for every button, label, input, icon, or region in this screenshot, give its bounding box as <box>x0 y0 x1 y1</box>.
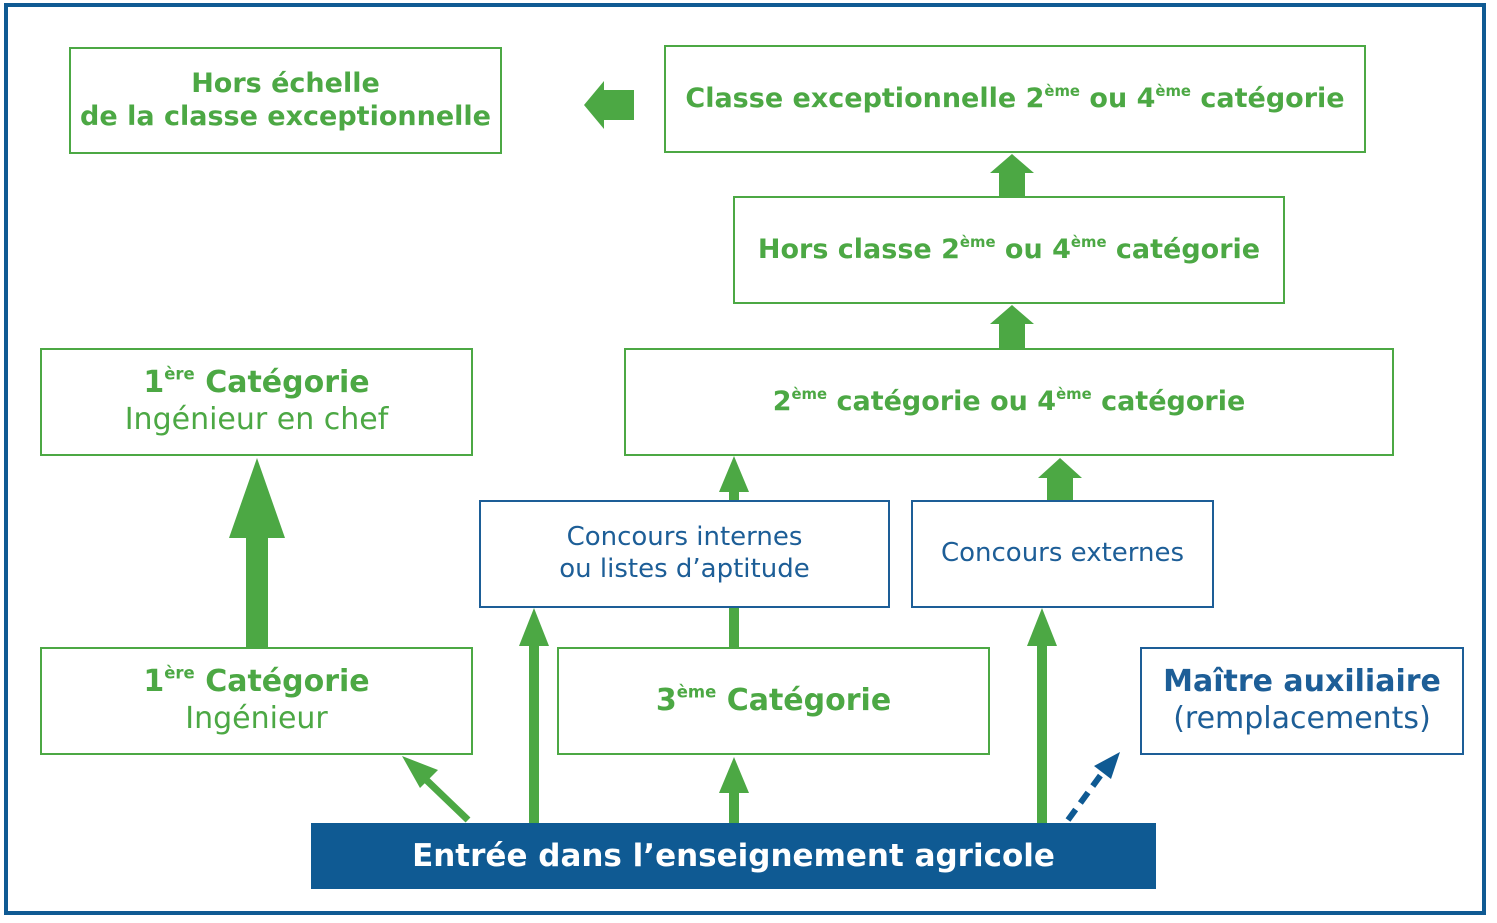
hc-suffix: catégorie <box>1106 233 1261 265</box>
box-concours-externes: Concours externes <box>911 500 1214 608</box>
dq-num1: 2 <box>772 385 792 417</box>
arrow-shaft-entree-to-maitre <box>1065 770 1106 822</box>
tc-sup: ème <box>676 682 717 702</box>
dq-sup2: ème <box>1056 384 1092 403</box>
ce-suffix: catégorie <box>1190 82 1345 114</box>
arrow-head-internes-to-deuxieme <box>719 456 749 492</box>
hc-sup2: ème <box>1070 232 1107 251</box>
arrow-head-entree-to-ingenieur <box>402 756 438 788</box>
hors-echelle-line2: de la classe exceptionnelle <box>80 100 491 132</box>
ce-num1: 2 <box>1025 82 1045 114</box>
entree-banner: Entrée dans l’enseignement agricole <box>311 823 1156 889</box>
arrow-shaft-externes-to-deuxieme <box>1047 476 1073 501</box>
connector-troisieme-to-internes <box>729 606 739 648</box>
box-hors-classe: Hors classe 2ème ou 4ème catégorie <box>733 196 1285 304</box>
box-premiere-categorie-ingenieur: 1ère Catégorie Ingénieur <box>40 647 473 755</box>
troisieme-title: 3ème Catégorie <box>656 683 891 720</box>
box-deuxieme-quatrieme-categorie: 2ème catégorie ou 4ème catégorie <box>624 348 1394 456</box>
concours-externes-label: Concours externes <box>940 538 1185 569</box>
pi-title: Catégorie <box>194 664 370 700</box>
arrow-head-entree-to-externes <box>1027 608 1057 646</box>
concours-internes-line2: ou listes d’aptitude <box>559 554 810 584</box>
hc-num1: 2 <box>941 233 960 265</box>
box-troisieme-categorie: 3ème Catégorie <box>557 647 990 755</box>
hc-sup1: ème <box>959 232 996 251</box>
hc-num2: 4 <box>1052 233 1071 265</box>
arrow-head-ingenieur-to-chef <box>229 458 285 538</box>
arrow-head-hors-classe-to-exceptionnelle <box>990 154 1034 173</box>
box-classe-exceptionnelle: Classe exceptionnelle 2ème ou 4ème catég… <box>664 45 1366 153</box>
arrow-head-exceptionnelle-to-hors-echelle <box>584 81 604 129</box>
maitre-auxiliaire-subtitle: (remplacements) <box>1173 701 1431 736</box>
box-concours-internes: Concours internes ou listes d’aptitude <box>479 500 890 608</box>
diagram-frame <box>4 3 1486 915</box>
pc-num: 1 <box>143 365 165 401</box>
hors-classe-title: Hors classe 2ème ou 4ème catégorie <box>758 234 1260 267</box>
arrow-head-deuxieme-to-hors-classe <box>990 305 1034 324</box>
pc-sup: ère <box>164 365 195 385</box>
premiere-ingenieur-title: 1ère Catégorie <box>143 664 369 701</box>
ce-num2: 4 <box>1136 82 1156 114</box>
ce-prefix: Classe exceptionnelle <box>685 82 1026 114</box>
arrow-head-entree-to-troisieme <box>719 757 749 793</box>
pi-sup: ère <box>164 664 195 684</box>
ce-mid: ou <box>1080 82 1137 114</box>
hc-mid: ou <box>995 233 1053 265</box>
box-premiere-categorie-chef: 1ère Catégorie Ingénieur en chef <box>40 348 473 456</box>
hors-echelle-line1: Hors échelle <box>191 67 380 99</box>
ce-sup1: ème <box>1044 81 1080 100</box>
dq-num2: 4 <box>1037 385 1057 417</box>
classe-exceptionnelle-title: Classe exceptionnelle 2ème ou 4ème catég… <box>685 83 1344 116</box>
ce-sup2: ème <box>1155 81 1191 100</box>
pc-title: Catégorie <box>194 365 370 401</box>
tc-title: Catégorie <box>716 682 892 718</box>
deuxieme-quatrieme-title: 2ème catégorie ou 4ème catégorie <box>773 386 1246 419</box>
premiere-ingenieur-subtitle: Ingénieur <box>185 701 328 736</box>
concours-internes-line1: Concours internes <box>566 522 803 553</box>
arrow-shaft-deuxieme-to-hors-classe <box>999 322 1025 349</box>
arrow-shaft-internes-to-deuxieme <box>729 486 739 501</box>
premiere-chef-title: 1ère Catégorie <box>143 365 369 402</box>
pi-num: 1 <box>143 664 165 700</box>
dq-sup1: ème <box>791 384 828 403</box>
arrow-head-entree-to-maitre <box>1094 752 1120 779</box>
arrow-shaft-exceptionnelle-to-hors-echelle <box>600 90 634 120</box>
arrow-shaft-entree-to-externes <box>1037 640 1047 823</box>
arrow-head-externes-to-deuxieme <box>1038 458 1082 478</box>
dq-mid: catégorie ou <box>827 385 1038 417</box>
box-hors-echelle: Hors échelle de la classe exceptionnelle <box>69 47 502 154</box>
hc-prefix: Hors classe <box>757 233 942 265</box>
premiere-chef-subtitle: Ingénieur en chef <box>124 402 389 437</box>
arrow-head-entree-to-internes <box>519 608 549 646</box>
box-maitre-auxiliaire: Maître auxiliaire (remplacements) <box>1140 647 1464 755</box>
arrow-shaft-entree-to-troisieme <box>729 788 739 823</box>
dq-suffix: catégorie <box>1091 385 1246 417</box>
arrow-shaft-entree-to-internes <box>529 640 539 823</box>
tc-num: 3 <box>655 682 677 718</box>
arrow-shaft-ingenieur-to-chef <box>246 530 268 648</box>
maitre-auxiliaire-title: Maître auxiliaire <box>1163 664 1441 700</box>
arrow-shaft-hors-classe-to-exceptionnelle <box>999 171 1025 197</box>
